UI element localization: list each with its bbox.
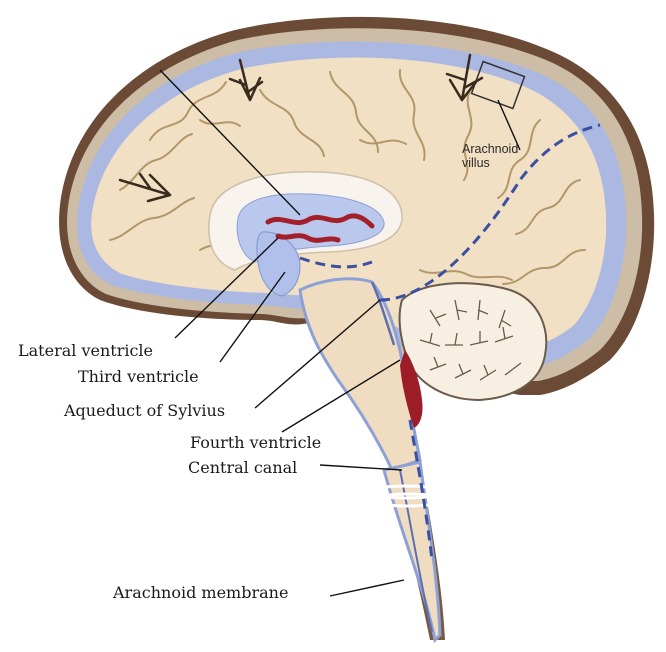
label-arachnoid-villus-line1: Arachnoid: [462, 142, 518, 156]
label-arachnoid-villus-line2: villus: [462, 156, 518, 170]
leader-arachnoid-membrane: [330, 580, 404, 596]
label-fourth-ventricle: Fourth ventricle: [190, 435, 321, 451]
label-lateral-ventricle: Lateral ventricle: [18, 343, 153, 359]
label-arachnoid-membrane: Arachnoid membrane: [113, 585, 288, 601]
label-central-canal: Central canal: [188, 460, 297, 476]
label-arachnoid-villus: Arachnoid villus: [462, 142, 518, 171]
cerebellum: [400, 283, 547, 400]
label-aqueduct-of-sylvius: Aqueduct of Sylvius: [64, 403, 225, 419]
label-third-ventricle: Third ventricle: [78, 369, 199, 385]
